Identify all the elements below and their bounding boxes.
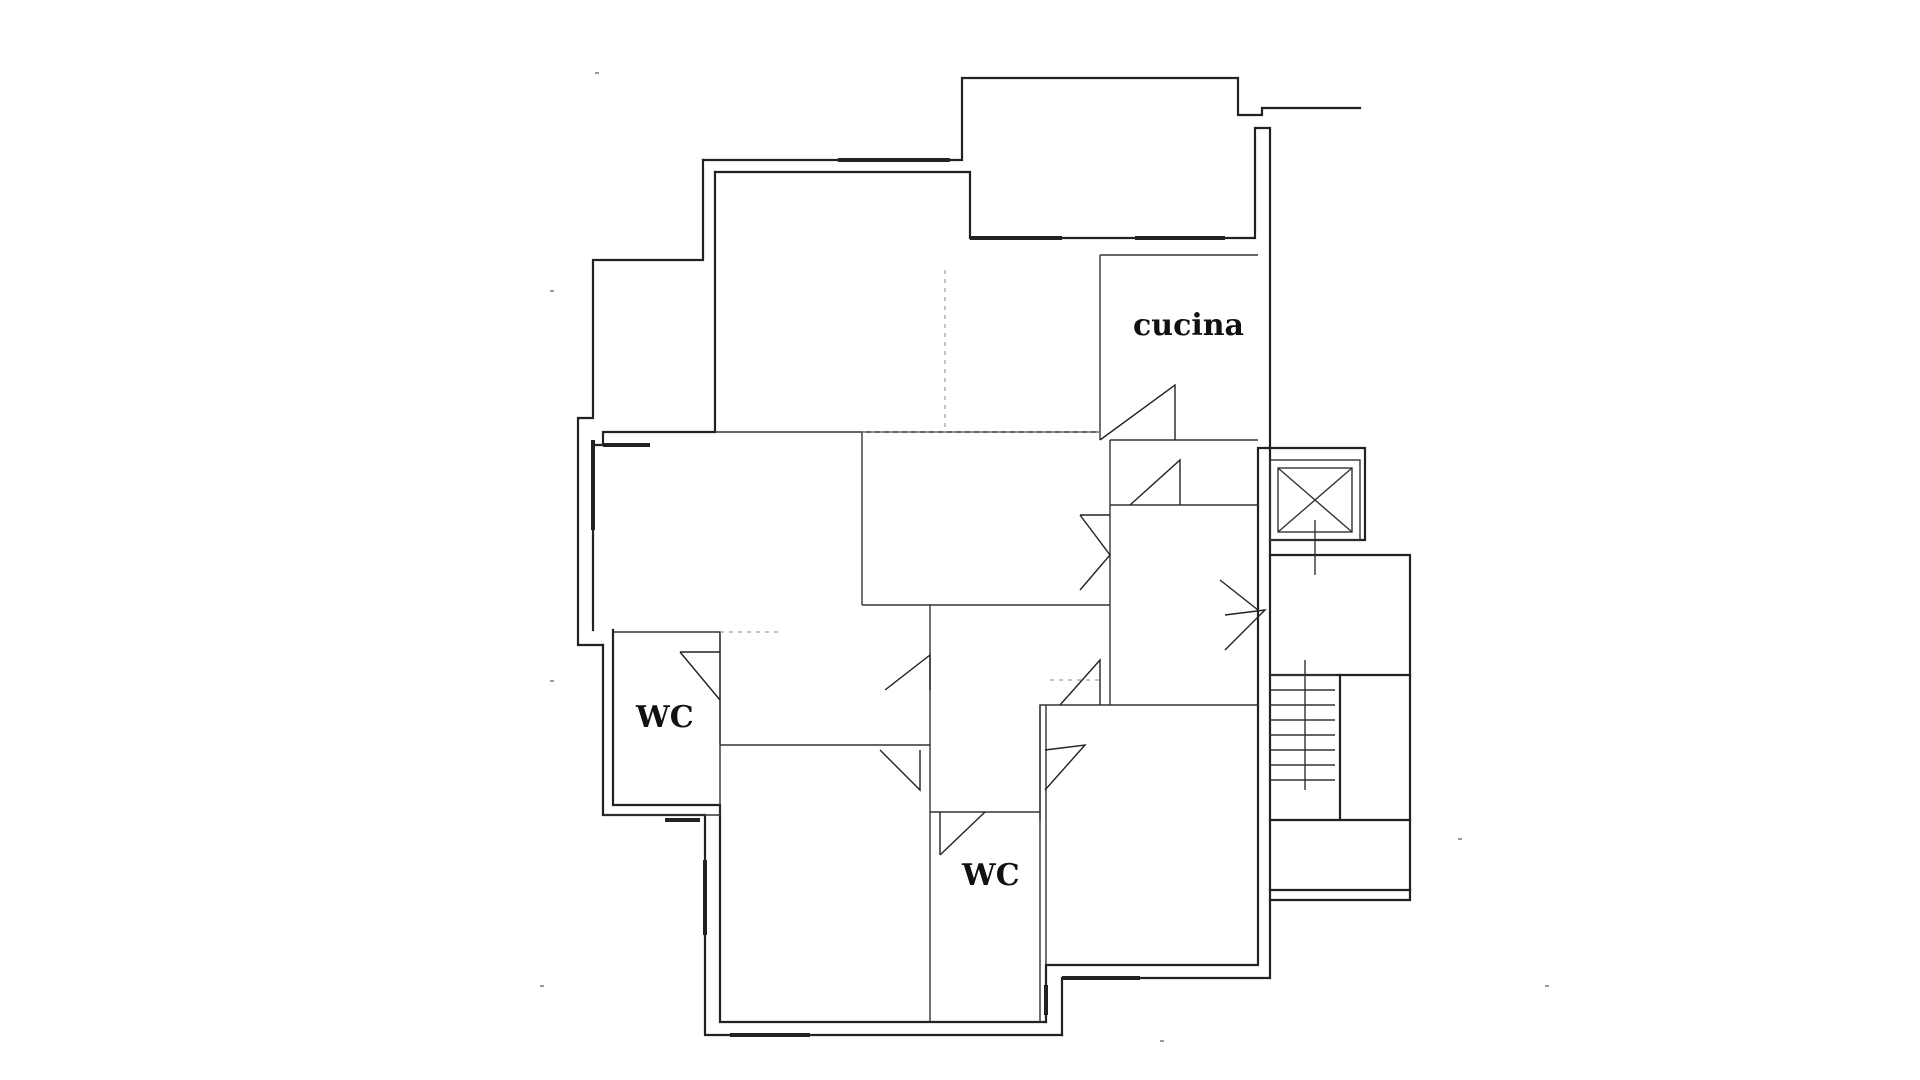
windows <box>591 158 1225 1037</box>
room-label-wc-left: WC <box>636 700 694 735</box>
interior-walls <box>603 254 1258 1022</box>
dashed-guides <box>720 270 1100 681</box>
door-swings <box>679 383 1267 856</box>
elevator-shaft <box>1269 459 1361 575</box>
room-label-wc-center: WC <box>962 858 1020 893</box>
staircase <box>1270 660 1335 790</box>
scan-specks <box>540 72 1549 1042</box>
room-label-kitchen: cucina <box>1133 308 1244 343</box>
